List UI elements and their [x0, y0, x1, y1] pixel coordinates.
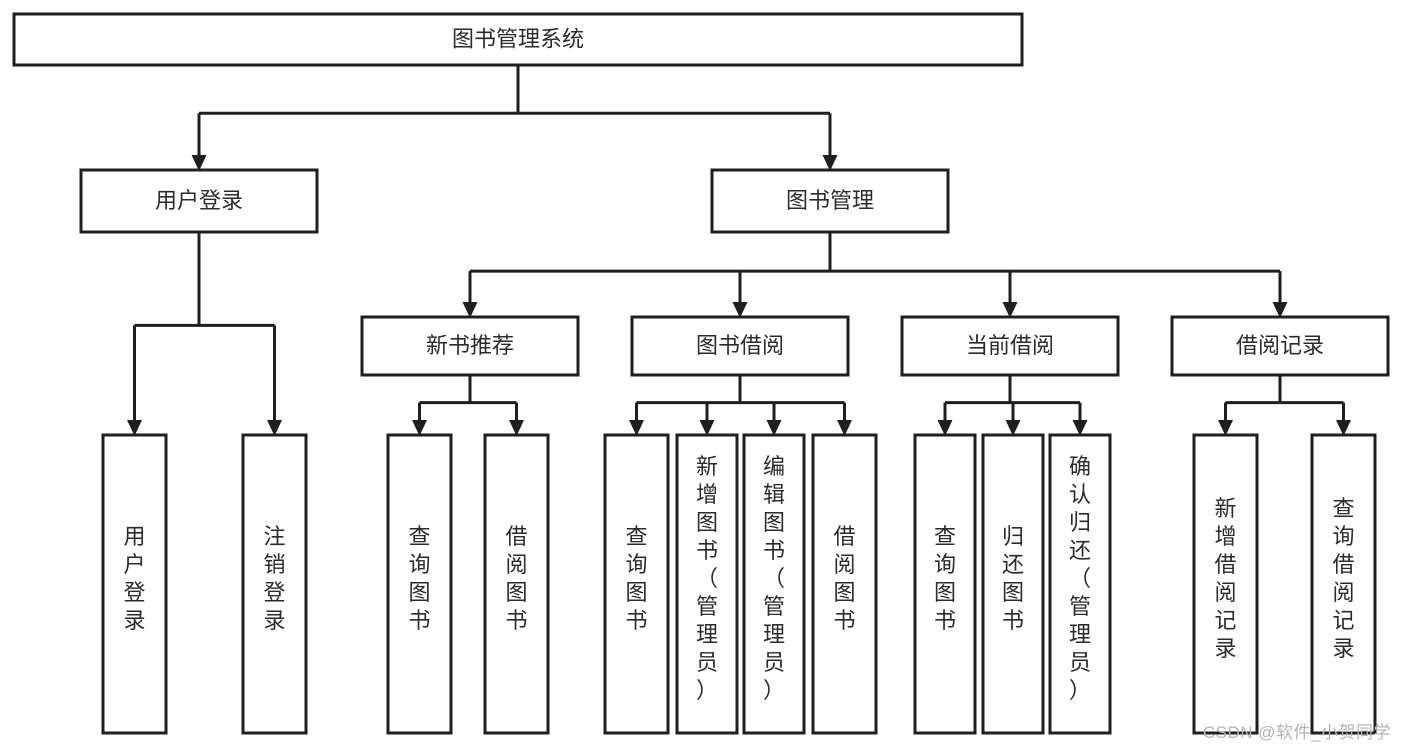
- node-box[interactable]: [981, 433, 1045, 735]
- arrow-head-icon: [1072, 420, 1088, 436]
- node-label: 注销登录: [263, 524, 285, 633]
- node-label: 归还图书: [1002, 524, 1024, 633]
- node-box[interactable]: [900, 315, 1120, 377]
- node-leaf-confirm-return[interactable]: 确认归还（管理员）: [1048, 433, 1112, 735]
- arrow-head-icon: [1218, 420, 1233, 436]
- node-label: 用户登录: [123, 524, 145, 633]
- node-label: 图书管理: [786, 188, 874, 213]
- node-book-manage[interactable]: 图书管理: [710, 168, 950, 234]
- arrow-head-icon: [127, 420, 142, 436]
- node-root[interactable]: 图书管理系统: [12, 12, 1024, 67]
- node-label: 查询图书: [408, 524, 430, 633]
- node-label: 图书管理系统: [452, 26, 584, 51]
- node-leaf-borrow-book-2[interactable]: 借阅图书: [811, 433, 878, 735]
- node-label: 借阅记录: [1236, 333, 1324, 358]
- node-box[interactable]: [241, 433, 308, 735]
- node-box[interactable]: [630, 315, 850, 377]
- node-leaf-query-book-2[interactable]: 查询图书: [603, 433, 670, 735]
- node-box[interactable]: [675, 433, 739, 735]
- node-label: 新增借阅记录: [1214, 496, 1236, 661]
- arrow-head-icon: [629, 420, 644, 436]
- node-box[interactable]: [12, 12, 1024, 67]
- node-label: 当前借阅: [966, 333, 1054, 358]
- node-box[interactable]: [913, 433, 977, 735]
- node-box[interactable]: [1048, 433, 1112, 735]
- arrow-head-icon: [1272, 302, 1288, 318]
- node-label: 查询借阅记录: [1332, 496, 1354, 661]
- node-leaf-query-record[interactable]: 查询借阅记录: [1310, 433, 1377, 735]
- arrow-head-icon: [937, 420, 953, 436]
- arrow-head-icon: [822, 155, 838, 171]
- node-box[interactable]: [1192, 433, 1259, 735]
- node-book-borrow[interactable]: 图书借阅: [630, 315, 850, 377]
- node-leaf-user-login[interactable]: 用户登录: [101, 433, 168, 735]
- node-borrow-record[interactable]: 借阅记录: [1170, 315, 1390, 377]
- node-leaf-logout[interactable]: 注销登录: [241, 433, 308, 735]
- node-label: 编辑图书（管理员）: [763, 454, 785, 703]
- node-box[interactable]: [101, 433, 168, 735]
- node-label: 查询图书: [934, 524, 956, 633]
- node-label: 借阅图书: [505, 524, 527, 633]
- node-user-login[interactable]: 用户登录: [79, 168, 319, 234]
- node-leaf-add-book[interactable]: 新增图书（管理员）: [675, 433, 739, 735]
- node-box[interactable]: [811, 433, 878, 735]
- arrow-head-icon: [837, 420, 852, 436]
- node-leaf-return-book[interactable]: 归还图书: [981, 433, 1045, 735]
- node-leaf-edit-book[interactable]: 编辑图书（管理员）: [742, 433, 806, 735]
- node-label: 新增图书（管理员）: [696, 454, 718, 703]
- arrow-head-icon: [1005, 420, 1021, 436]
- node-box[interactable]: [742, 433, 806, 735]
- arrow-head-icon: [191, 155, 207, 171]
- arrow-head-icon: [1002, 302, 1018, 318]
- node-label: 确认归还（管理员）: [1069, 454, 1091, 703]
- node-box[interactable]: [1170, 315, 1390, 377]
- node-box[interactable]: [79, 168, 319, 234]
- node-label: 图书借阅: [696, 333, 784, 358]
- arrow-head-icon: [699, 420, 715, 436]
- node-current-borrow[interactable]: 当前借阅: [900, 315, 1120, 377]
- node-box[interactable]: [603, 433, 670, 735]
- connector-layer: [127, 65, 1351, 436]
- node-leaf-query-book-3[interactable]: 查询图书: [913, 433, 977, 735]
- node-box[interactable]: [1310, 433, 1377, 735]
- node-box[interactable]: [710, 168, 950, 234]
- node-box[interactable]: [360, 315, 580, 377]
- arrow-head-icon: [267, 420, 282, 436]
- node-label: 用户登录: [155, 188, 243, 213]
- node-new-book-rec[interactable]: 新书推荐: [360, 315, 580, 377]
- node-box[interactable]: [386, 433, 453, 735]
- arrow-head-icon: [509, 420, 524, 436]
- arrow-head-icon: [412, 420, 427, 436]
- arrow-head-icon: [732, 302, 748, 318]
- node-leaf-query-book-1[interactable]: 查询图书: [386, 433, 453, 735]
- node-leaf-borrow-book-1[interactable]: 借阅图书: [483, 433, 550, 735]
- node-leaf-add-record[interactable]: 新增借阅记录: [1192, 433, 1259, 735]
- arrow-head-icon: [462, 302, 478, 318]
- arrow-head-icon: [1336, 420, 1351, 436]
- node-box[interactable]: [483, 433, 550, 735]
- node-label: 新书推荐: [426, 333, 514, 358]
- node-layer: 图书管理系统用户登录图书管理新书推荐图书借阅当前借阅借阅记录用户登录注销登录查询…: [12, 12, 1390, 735]
- arrow-head-icon: [766, 420, 782, 436]
- node-label: 借阅图书: [833, 524, 855, 633]
- node-label: 查询图书: [625, 524, 647, 633]
